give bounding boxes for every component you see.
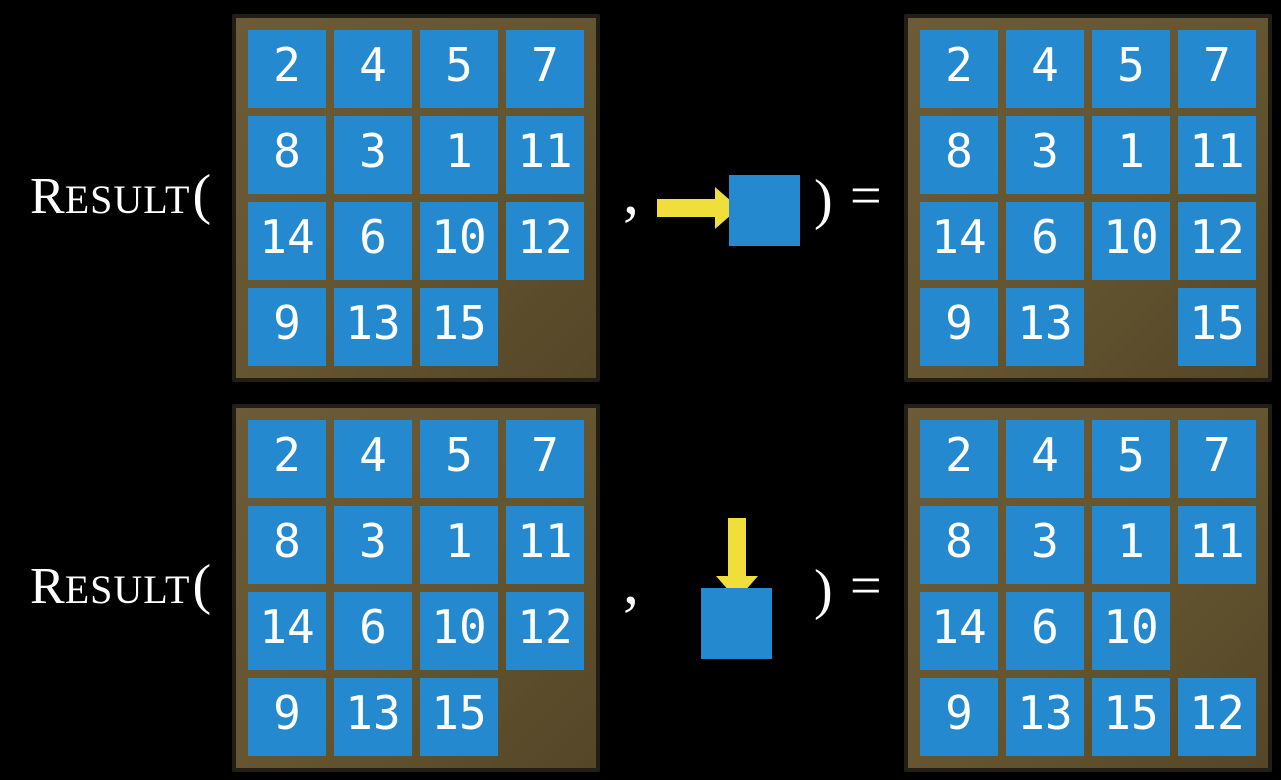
puzzle-tile: 12 [506,592,584,670]
puzzle-tile: 2 [920,30,998,108]
input-state-board: 2 4 5 7 8 3 1 11 14 6 10 12 9 13 15 [232,14,600,382]
action-tile [701,588,772,659]
function-name-initial: R [30,558,65,615]
puzzle-tile: 5 [1092,30,1170,108]
function-name-rest: ESULT [64,177,191,222]
puzzle-tile: 1 [1092,506,1170,584]
comma: , [623,546,639,617]
result-equation-right: RESULT( 2 4 5 7 8 3 1 11 14 6 10 12 9 13… [30,14,1272,382]
equals-sign: = [850,555,882,617]
puzzle-tile: 15 [420,678,498,756]
puzzle-tile: 15 [1178,288,1256,366]
puzzle-tile: 1 [420,506,498,584]
result-function-label: RESULT( [30,167,211,223]
puzzle-tile: 8 [248,116,326,194]
puzzle-tile: 2 [920,420,998,498]
puzzle-tile: 8 [248,506,326,584]
puzzle-tile: 5 [420,420,498,498]
puzzle-tile: 6 [1006,592,1084,670]
right-arrow-icon [657,187,739,229]
puzzle-tile: 9 [248,678,326,756]
equals-sign: = [850,165,882,227]
open-paren: ( [192,164,212,226]
puzzle-tile: 14 [248,202,326,280]
puzzle-tile: 4 [334,420,412,498]
puzzle-tile: 7 [506,420,584,498]
arrow-shaft [728,518,746,576]
puzzle-tile: 2 [248,30,326,108]
puzzle-tile: 11 [1178,116,1256,194]
puzzle-tile: 10 [1092,592,1170,670]
blank-space [1178,592,1256,670]
puzzle-tile: 15 [420,288,498,366]
puzzle-tile: 13 [334,288,412,366]
puzzle-tile: 9 [920,678,998,756]
puzzle-tile: 13 [1006,678,1084,756]
puzzle-tile: 14 [248,592,326,670]
close-paren: ) [814,169,833,231]
puzzle-tile: 14 [920,202,998,280]
puzzle-tile: 13 [334,678,412,756]
puzzle-tile: 3 [1006,506,1084,584]
puzzle-tile: 13 [1006,288,1084,366]
blank-space [506,288,584,366]
puzzle-tile: 10 [420,592,498,670]
puzzle-tile: 5 [420,30,498,108]
puzzle-tile: 10 [420,202,498,280]
puzzle-tile: 7 [506,30,584,108]
action-tile [729,175,800,246]
puzzle-tile: 11 [1178,506,1256,584]
puzzle-tile: 7 [1178,420,1256,498]
puzzle-tile: 1 [1092,116,1170,194]
puzzle-tile: 11 [506,116,584,194]
puzzle-tile: 3 [334,116,412,194]
puzzle-tile: 8 [920,506,998,584]
result-equation-down: RESULT( 2 4 5 7 8 3 1 11 14 6 10 12 9 13… [0,390,1281,780]
open-paren: ( [192,554,212,616]
puzzle-tile: 4 [1006,420,1084,498]
puzzle-tile: 2 [248,420,326,498]
close-paren: ) [814,559,833,621]
puzzle-tile: 12 [1178,678,1256,756]
puzzle-tile: 3 [334,506,412,584]
puzzle-tile: 4 [334,30,412,108]
puzzle-tile: 9 [920,288,998,366]
puzzle-tile: 6 [1006,202,1084,280]
blank-space [506,678,584,756]
input-state-board: 2 4 5 7 8 3 1 11 14 6 10 12 9 13 15 [232,404,600,772]
puzzle-tile: 1 [420,116,498,194]
puzzle-tile: 15 [1092,678,1170,756]
puzzle-tile: 8 [920,116,998,194]
puzzle-tile: 12 [506,202,584,280]
result-function-label: RESULT( [30,557,211,613]
output-state-board: 2 4 5 7 8 3 1 11 14 6 10 9 13 15 12 [904,404,1272,772]
puzzle-tile: 4 [1006,30,1084,108]
puzzle-tile: 5 [1092,420,1170,498]
puzzle-tile: 6 [334,202,412,280]
blank-space [1092,288,1170,366]
output-state-board: 2 4 5 7 8 3 1 11 14 6 10 12 9 13 15 [904,14,1272,382]
puzzle-tile: 10 [1092,202,1170,280]
puzzle-tile: 11 [506,506,584,584]
puzzle-tile: 14 [920,592,998,670]
comma: , [623,156,639,227]
function-name-rest: ESULT [64,567,191,612]
arrow-shaft [657,199,715,217]
puzzle-tile: 3 [1006,116,1084,194]
puzzle-tile: 7 [1178,30,1256,108]
puzzle-tile: 9 [248,288,326,366]
function-name-initial: R [30,168,65,225]
puzzle-tile: 12 [1178,202,1256,280]
puzzle-tile: 6 [334,592,412,670]
